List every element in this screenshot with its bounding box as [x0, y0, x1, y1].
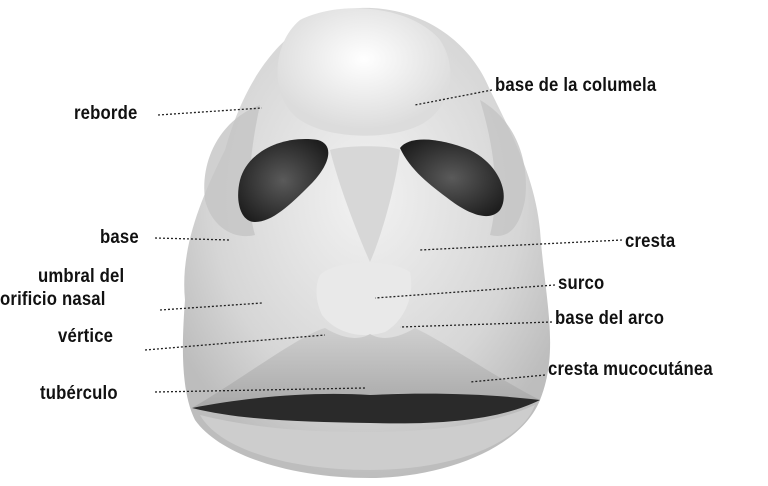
label-base: base [100, 227, 139, 248]
label-base-columela: base de la columela [495, 75, 656, 96]
label-umbral-line1: umbral del [38, 266, 124, 287]
label-vertice: vértice [58, 326, 113, 347]
label-cresta: cresta [625, 231, 675, 252]
label-tuberculo: tubérculo [40, 383, 118, 404]
nose-tip [278, 8, 451, 135]
label-surco: surco [558, 273, 604, 294]
label-cresta-mucocutanea: cresta mucocutánea [548, 359, 713, 380]
label-base-arco: base del arco [555, 308, 664, 329]
label-umbral-line2: orificio nasal [0, 289, 106, 310]
label-reborde: reborde [74, 103, 137, 124]
